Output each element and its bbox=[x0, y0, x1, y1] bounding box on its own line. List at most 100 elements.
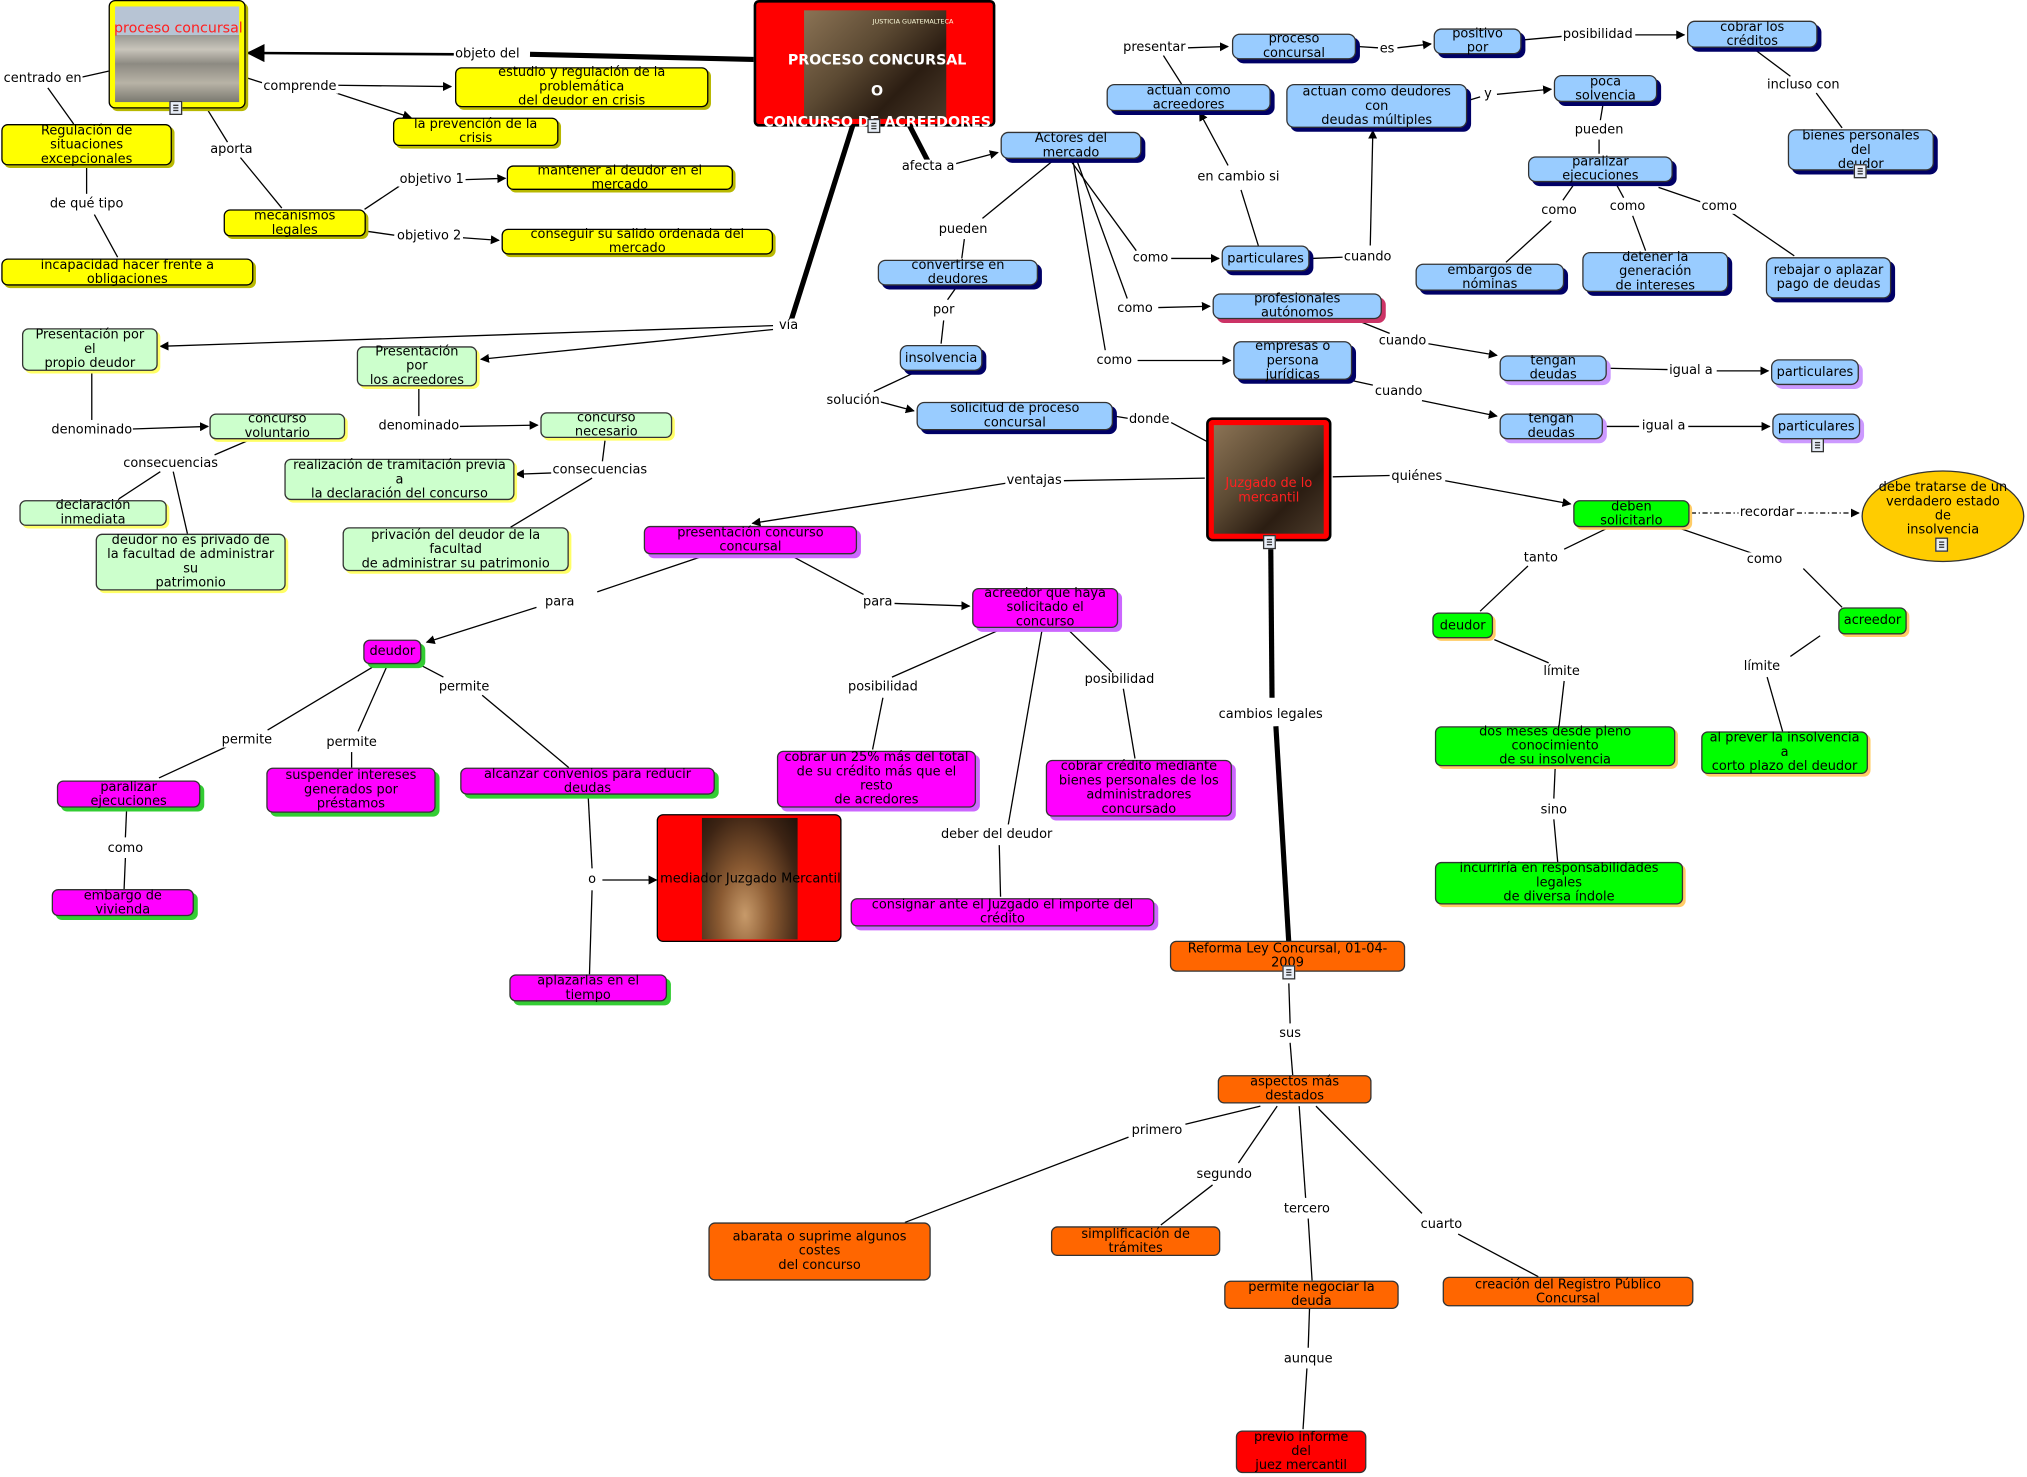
justice-photo bbox=[804, 10, 947, 119]
deudor-no-privado-node[interactable]: deudor no es privado de la facultad de a… bbox=[95, 533, 286, 591]
regulacion-node[interactable]: Regulación de situaciones excepcionales bbox=[1, 123, 172, 166]
link-label: aunque bbox=[1282, 1352, 1334, 1367]
debe-tratarse-node[interactable]: debe tratarse de un verdadero estado de … bbox=[1861, 470, 2025, 563]
link-line bbox=[158, 746, 227, 779]
incurriria-node[interactable]: incurriría en responsabilidades legales … bbox=[1434, 861, 1684, 905]
paralizar-magenta-node[interactable]: paralizar ejecuciones bbox=[56, 780, 201, 808]
deudor-magenta-node[interactable]: deudor bbox=[363, 639, 422, 665]
al-prever-node[interactable]: al prever la insolvencia a corto plazo d… bbox=[1701, 731, 1868, 775]
aspectos-node[interactable]: aspectos más destados bbox=[1217, 1075, 1372, 1104]
link-label: solución bbox=[825, 393, 882, 408]
particulares-1-node[interactable]: particulares bbox=[1221, 245, 1310, 272]
link-line bbox=[904, 1136, 1129, 1224]
link-line bbox=[1802, 568, 1843, 608]
mediador-image-node[interactable]: mediador Juzgado Mercantil bbox=[656, 814, 842, 943]
link-label: objetivo 2 bbox=[395, 229, 463, 244]
insolvencia-node[interactable]: insolvencia bbox=[899, 345, 983, 371]
actores-node[interactable]: Actores del mercado bbox=[1000, 131, 1142, 160]
mecanismos-node[interactable]: mecanismos legales bbox=[223, 209, 366, 237]
attachment-icon[interactable] bbox=[1853, 164, 1867, 179]
privacion-node[interactable]: privación del deudor de la facultad de a… bbox=[342, 527, 569, 572]
particulares-2-node[interactable]: particulares bbox=[1770, 359, 1859, 386]
deben-solicitarlo-node[interactable]: deben solicitarlo bbox=[1573, 499, 1690, 528]
actuan-acreedores-node[interactable]: actuan como acreedores bbox=[1106, 83, 1271, 112]
acreedor-green-node[interactable]: acreedor bbox=[1838, 607, 1907, 635]
courthouse-photo bbox=[115, 6, 240, 103]
root-proceso-concursal-node[interactable]: JUSTICIA GUATEMALTECA PROCESO CONCURSAL … bbox=[753, 0, 996, 130]
simplificacion-node[interactable]: simplificación de trámites bbox=[1050, 1226, 1221, 1257]
link-label: tanto bbox=[1522, 551, 1560, 566]
declaracion-node[interactable]: declaración inmediata bbox=[19, 499, 167, 527]
link-label: como bbox=[1608, 199, 1647, 214]
link-line bbox=[1815, 92, 1843, 129]
link-line bbox=[982, 159, 1054, 219]
reforma-node[interactable]: Reforma Ley Concursal, 01-04-2009 bbox=[1169, 940, 1406, 972]
link-line bbox=[357, 663, 389, 732]
mantener-node[interactable]: mantener al deudor en el mercado bbox=[506, 163, 733, 192]
link-label: aporta bbox=[208, 142, 254, 158]
pres-acreedores-node[interactable]: Presentación por los acreedores bbox=[356, 345, 478, 388]
pres-deudor-node[interactable]: Presentación por el propio deudor bbox=[21, 328, 158, 371]
link-line bbox=[529, 51, 754, 63]
detener-node[interactable]: detener la generación de intereses bbox=[1582, 251, 1729, 293]
abarata-node[interactable]: abarata o suprime algunos costes del con… bbox=[708, 1222, 931, 1281]
creacion-node[interactable]: creación del Registro Público Concursal bbox=[1442, 1276, 1694, 1307]
alcanzar-node[interactable]: alcanzar convenios para reducir deudas bbox=[460, 767, 715, 795]
paralizar-ejecuciones-blue-node[interactable]: paralizar ejecuciones bbox=[1527, 155, 1673, 183]
embargos-nominas-node[interactable]: embargos de nóminas bbox=[1415, 263, 1565, 291]
bienes-personales-node[interactable]: bienes personales del deudor bbox=[1787, 129, 1934, 171]
link-line bbox=[47, 87, 75, 125]
profesionales-node[interactable]: profesionales autónomos bbox=[1212, 292, 1382, 320]
proceso-concursal-blue-node[interactable]: proceso concursal bbox=[1231, 32, 1357, 61]
cobrar25-node[interactable]: cobrar un 25% más del total de su crédit… bbox=[776, 750, 976, 808]
link-line bbox=[597, 555, 705, 593]
concurso-necesario-node[interactable]: concurso necesario bbox=[540, 411, 673, 439]
attachment-icon[interactable] bbox=[1811, 438, 1824, 453]
link-line bbox=[123, 857, 127, 890]
link-line bbox=[871, 697, 884, 750]
conseguir-node[interactable]: conseguir su salido ordenada del mercado bbox=[501, 227, 774, 256]
gavel-photo bbox=[701, 817, 798, 940]
attachment-icon[interactable] bbox=[1935, 537, 1949, 552]
suspender-node[interactable]: suspender intereses generados por présta… bbox=[266, 767, 436, 813]
attachment-icon[interactable] bbox=[169, 100, 183, 116]
link-line bbox=[1368, 129, 1378, 246]
actuan-deudores-node[interactable]: actuan como deudores con deudas múltiple… bbox=[1286, 83, 1468, 128]
prevencion-node[interactable]: la prevención de la crisis bbox=[392, 117, 559, 147]
link-label: segundo bbox=[1195, 1167, 1254, 1182]
aplazarlas-node[interactable]: aplazarlas en el tiempo bbox=[509, 974, 668, 1002]
concurso-voluntario-node[interactable]: concurso voluntario bbox=[209, 412, 346, 441]
empresas-node[interactable]: empresas o persona jurídicas bbox=[1233, 339, 1353, 382]
convertirse-node[interactable]: convertirse en deudores bbox=[877, 258, 1039, 287]
attachment-icon[interactable] bbox=[1282, 965, 1296, 980]
embargo-vivienda-node[interactable]: embargo de vivienda bbox=[51, 888, 194, 917]
link-line bbox=[1350, 317, 1390, 334]
proceso-concursal-image-node[interactable]: proceso concursal bbox=[108, 0, 246, 109]
consignar-node[interactable]: consignar ante el Juzgado el importe del… bbox=[850, 898, 1155, 927]
cobrar-creditos-node[interactable]: cobrar los créditos bbox=[1686, 20, 1818, 48]
tengan-deudas-1-node[interactable]: tengan deudas bbox=[1499, 354, 1607, 382]
solicitud-node[interactable]: solicitud de proceso concursal bbox=[916, 401, 1114, 431]
permite-negociar-node[interactable]: permite negociar la deuda bbox=[1224, 1280, 1399, 1309]
link-line bbox=[364, 185, 400, 210]
presentacion-cc-node[interactable]: presentación concurso concursal bbox=[643, 525, 858, 555]
acreedor-haya-node[interactable]: acreedor que haya solicitado el concurso bbox=[972, 587, 1119, 629]
attachment-icon[interactable] bbox=[1262, 534, 1276, 550]
link-line bbox=[1445, 480, 1572, 507]
realizacion-node[interactable]: realización de tramitación previa a la d… bbox=[284, 458, 515, 501]
poca-solvencia-node[interactable]: poca solvencia bbox=[1553, 74, 1658, 103]
incapacidad-node[interactable]: incapacidad hacer frente a obligaciones bbox=[1, 258, 254, 286]
particulares-3-node[interactable]: particulares bbox=[1772, 413, 1861, 440]
link-label: límite bbox=[1542, 664, 1582, 680]
dos-meses-node[interactable]: dos meses desde pleno conocimiento de su… bbox=[1434, 725, 1676, 768]
rebajar-node[interactable]: rebajar o aplazar pago de deudas bbox=[1765, 257, 1892, 299]
deudor-green-node[interactable]: deudor bbox=[1432, 612, 1494, 639]
attachment-icon[interactable] bbox=[867, 118, 881, 134]
estudio-node[interactable]: estudio y regulación de la problemática … bbox=[455, 66, 709, 109]
link-label: cuando bbox=[1373, 384, 1424, 399]
cobrar-credito-node[interactable]: cobrar crédito mediante bienes personale… bbox=[1045, 759, 1232, 817]
juzgado-image-node[interactable]: Juzgado de lo mercantil bbox=[1206, 417, 1332, 542]
previo-informe-node[interactable]: previo informe del juez mercantil bbox=[1235, 1430, 1367, 1474]
positivo-por-node[interactable]: positivo por bbox=[1433, 27, 1522, 56]
tengan-deudas-2-node[interactable]: tengan deudas bbox=[1499, 412, 1603, 441]
